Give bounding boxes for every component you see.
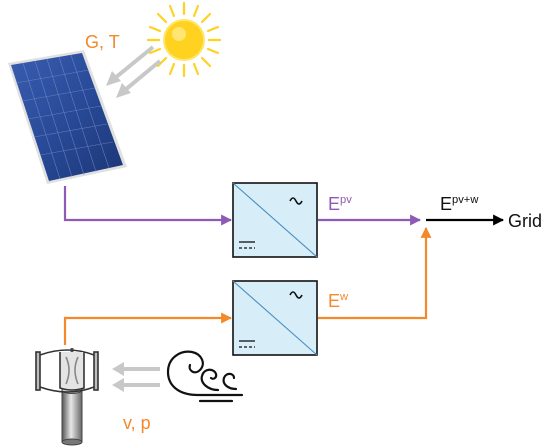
- pv-energy-sup: pv: [340, 194, 352, 207]
- wind-swirl-icon: [166, 350, 244, 403]
- pv-energy-base: E: [328, 194, 341, 214]
- total-energy-label: Epv+w: [440, 195, 478, 213]
- total-energy-base: E: [440, 194, 453, 214]
- pv-converter-icon: [232, 182, 318, 258]
- wind-energy-base: E: [328, 291, 341, 311]
- solar-inputs-label: G, T: [85, 32, 120, 52]
- pv-energy-label: Epv: [328, 195, 352, 213]
- pv-energy-line: [63, 186, 233, 226]
- wind-energy-label: Ew: [328, 292, 348, 310]
- grid-label: Grid: [508, 211, 543, 231]
- sun-icon: [146, 1, 222, 78]
- total-energy-sup: pv+w: [452, 194, 479, 207]
- wind-energy-line: [63, 312, 233, 345]
- wind-converter-icon: [232, 280, 318, 356]
- vertical-axis-wind-turbine-icon: [35, 348, 99, 446]
- wind-energy-sup: w: [340, 291, 349, 304]
- wind-output-line: [318, 226, 432, 320]
- solar-radiation-arrows: [106, 45, 162, 98]
- wind-input-arrows: [112, 362, 160, 392]
- solar-panel-icon: [8, 50, 127, 184]
- wind-inputs-label: v, p: [123, 413, 151, 433]
